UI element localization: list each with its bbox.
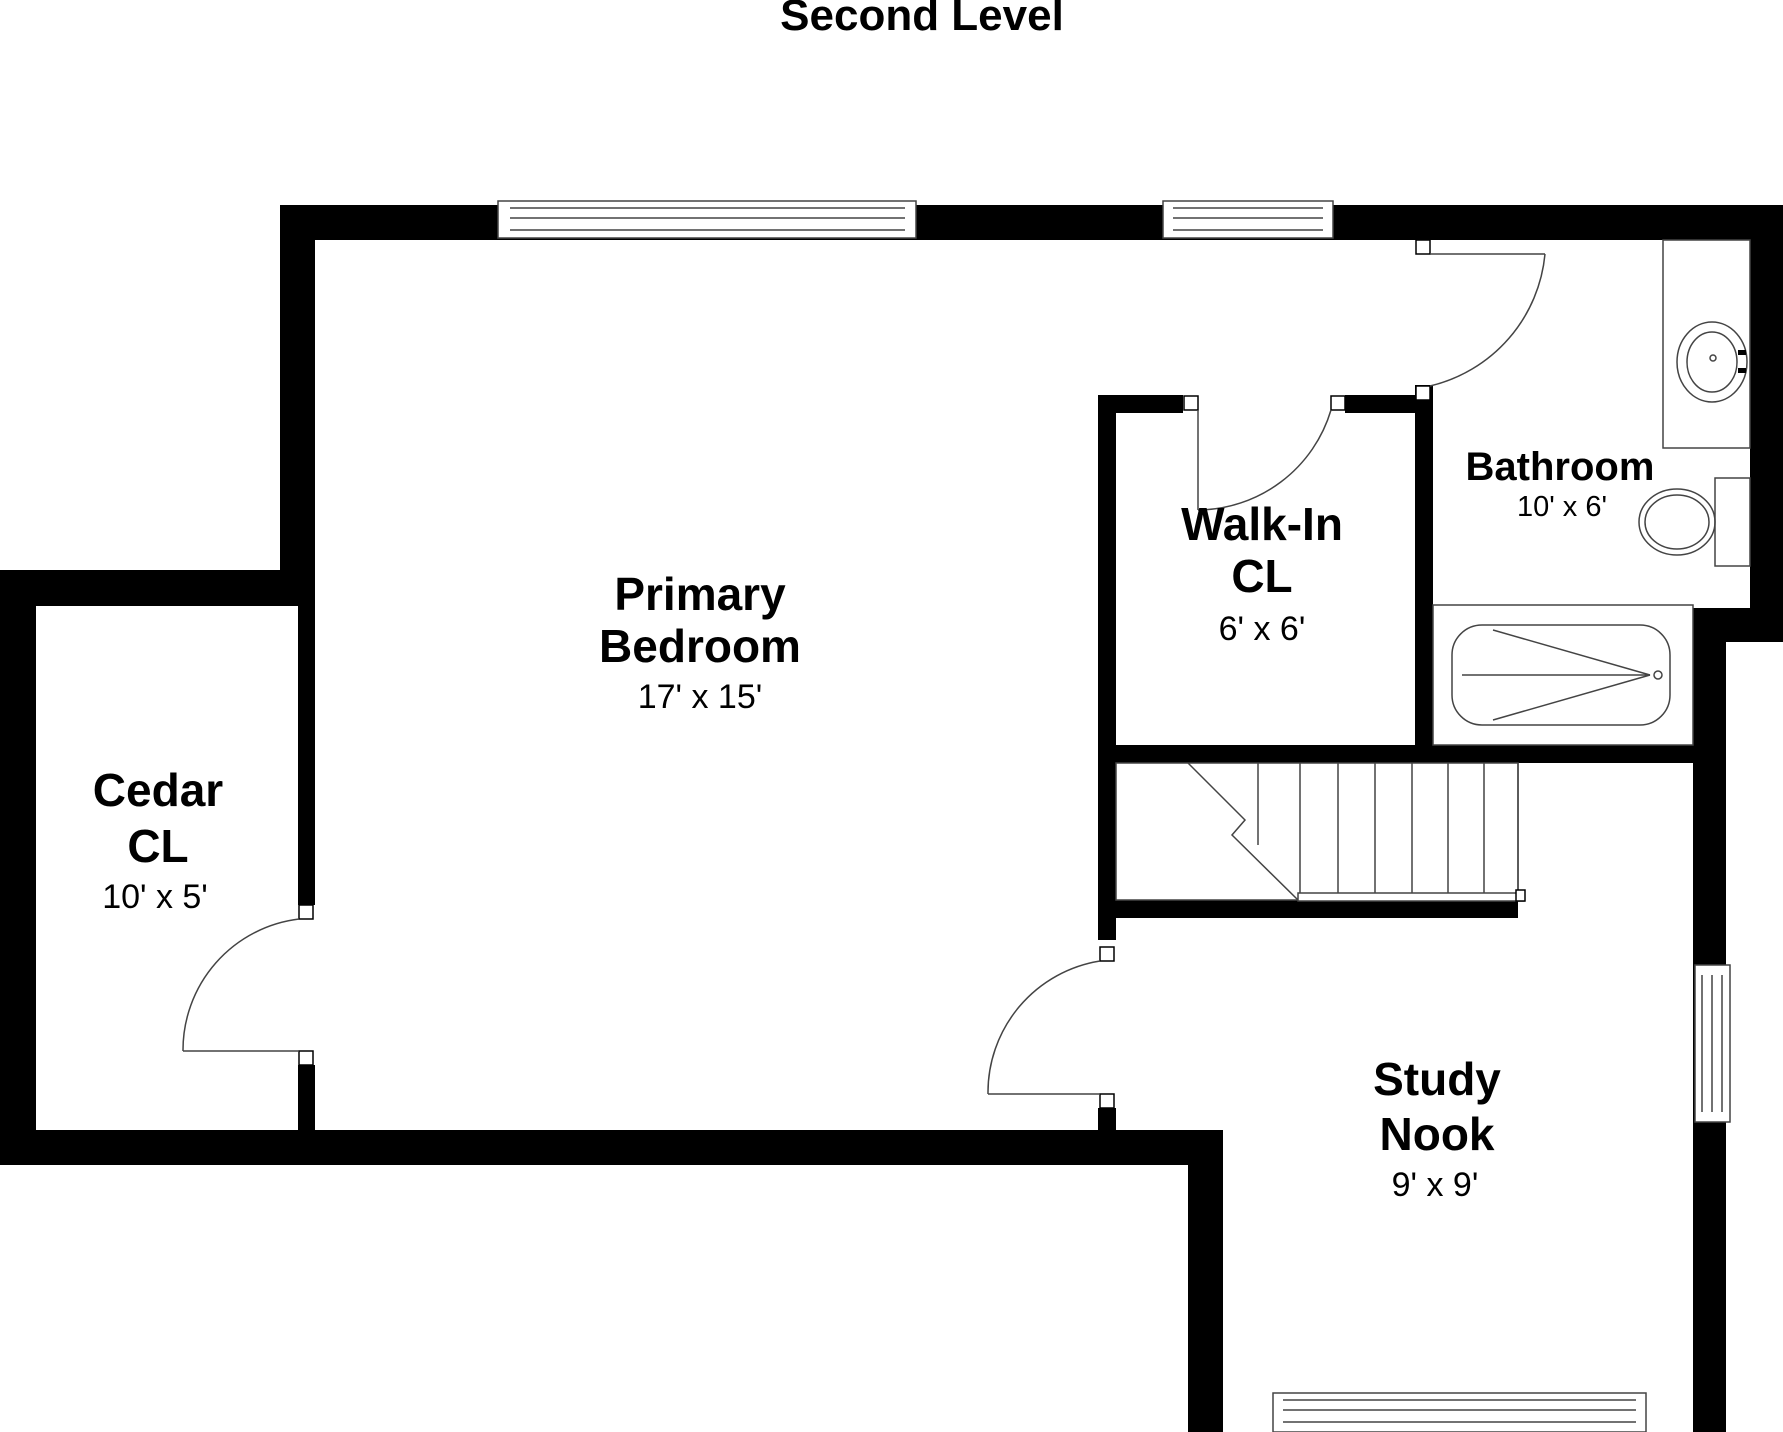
window-bedroom xyxy=(497,200,917,239)
stairs xyxy=(1115,762,1526,902)
room-study-nook: Study Nook 9' x 9' xyxy=(1373,1053,1501,1204)
bathtub-icon xyxy=(1432,604,1694,746)
room-name: Walk-In xyxy=(1181,498,1343,550)
room-name: CL xyxy=(127,820,188,872)
window-study-bottom xyxy=(1272,1392,1647,1432)
room-dimensions: 17' x 15' xyxy=(638,678,763,716)
room-bathroom: Bathroom 10' x 6' xyxy=(1466,445,1655,523)
room-name: Nook xyxy=(1380,1108,1495,1160)
toilet-icon xyxy=(1638,488,1716,556)
window-study-right xyxy=(1694,964,1731,1123)
bathroom-fixtures xyxy=(1432,239,1751,746)
door-bathroom xyxy=(1415,239,1546,401)
room-name: Bathroom xyxy=(1466,445,1655,489)
window-bedroom-small xyxy=(1162,200,1334,239)
door-cedar-closet xyxy=(182,904,314,1066)
door-study xyxy=(987,946,1115,1109)
sink-icon xyxy=(1676,321,1748,403)
room-primary-bedroom: Primary Bedroom 17' x 15' xyxy=(599,568,801,716)
room-dimensions: 6' x 6' xyxy=(1219,610,1306,648)
room-name: Primary xyxy=(614,568,786,620)
room-name: Bedroom xyxy=(599,620,801,672)
room-dimensions: 10' x 5' xyxy=(102,878,208,916)
room-name: Cedar xyxy=(93,764,223,816)
room-cedar-closet: Cedar CL 10' x 5' xyxy=(93,764,223,916)
room-walk-in-closet: Walk-In CL 6' x 6' xyxy=(1181,498,1343,648)
exterior-walls xyxy=(0,205,1783,1432)
interior-walls xyxy=(298,385,1696,1165)
door-walk-in xyxy=(1183,395,1346,511)
plan-title: Second Level xyxy=(780,0,1064,40)
room-dimensions: 9' x 9' xyxy=(1392,1166,1479,1204)
room-dimensions: 10' x 6' xyxy=(1517,491,1607,523)
room-name: CL xyxy=(1231,550,1292,602)
room-name: Study xyxy=(1373,1053,1501,1105)
